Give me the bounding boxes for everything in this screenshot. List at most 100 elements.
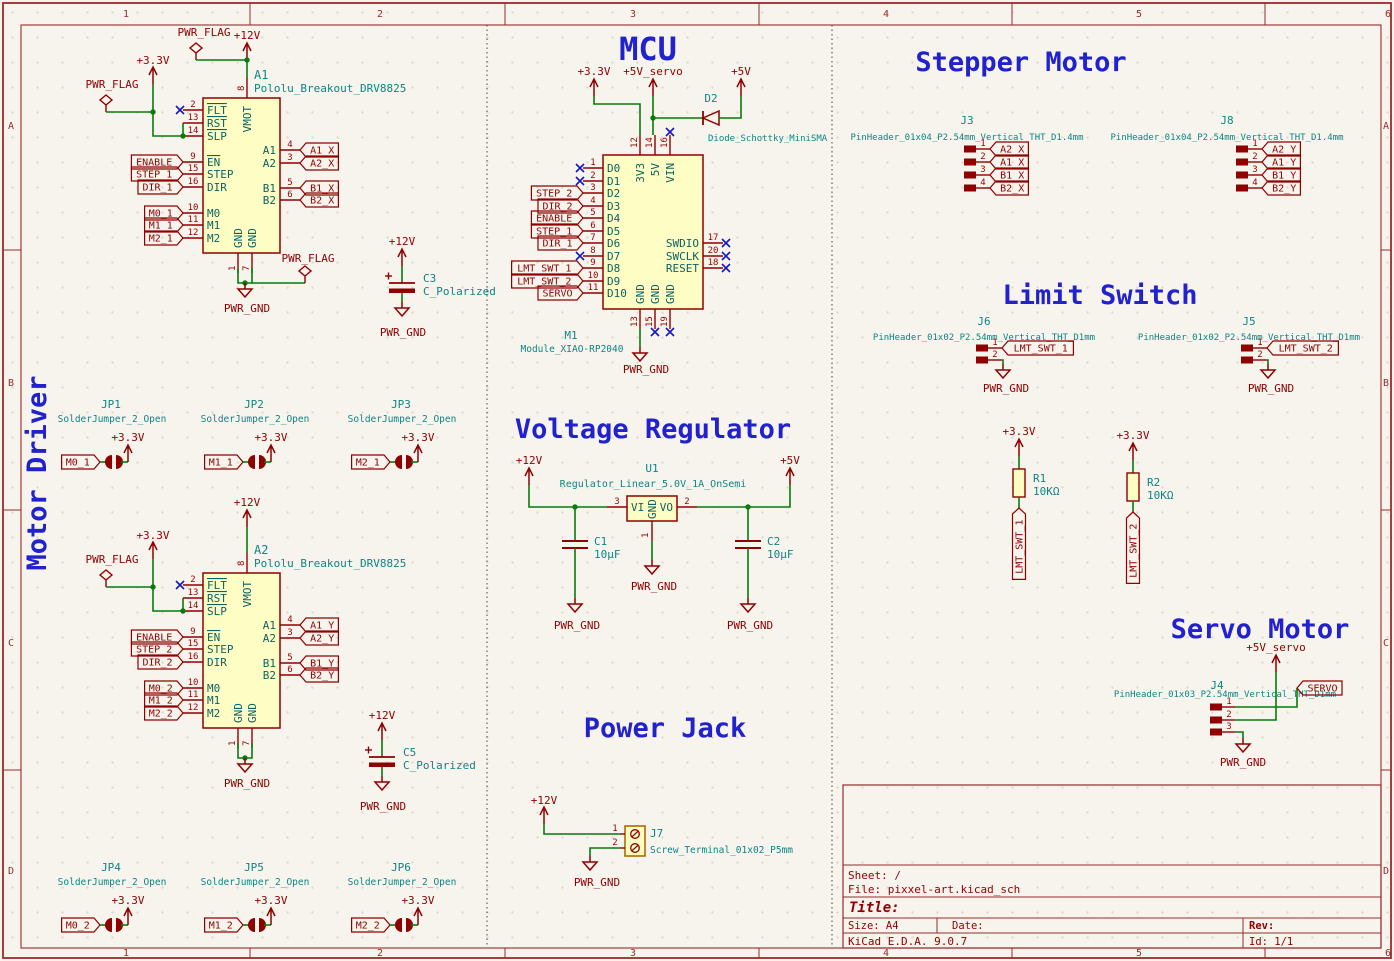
global-label[interactable] (1296, 680, 1343, 696)
global-label[interactable] (1261, 141, 1301, 157)
mcu-power-wiring[interactable]: +3.3V+5V_servo+5VD2Diode_Schottky_MiniSM… (577, 65, 827, 376)
global-label[interactable] (530, 185, 584, 201)
component-J3[interactable]: J3PinHeader_01x04_P2.54mm_Vertical_THT_D… (851, 114, 1084, 196)
pwr-flag-symbol[interactable] (188, 42, 204, 60)
global-label[interactable] (144, 705, 184, 721)
global-label[interactable] (61, 454, 101, 470)
global-label[interactable] (1266, 340, 1339, 356)
global-label[interactable] (204, 917, 244, 933)
power-up-symbol[interactable] (524, 466, 534, 485)
global-label[interactable] (989, 167, 1029, 183)
global-label[interactable] (989, 154, 1029, 170)
global-label[interactable] (989, 141, 1029, 157)
component-J8[interactable]: J8PinHeader_01x04_P2.54mm_Vertical_THT_D… (1111, 114, 1344, 196)
pwr-flag-symbol[interactable] (98, 569, 114, 587)
global-label[interactable] (1261, 167, 1301, 183)
global-label[interactable] (130, 641, 184, 657)
global-label[interactable] (1001, 340, 1074, 356)
global-label[interactable] (989, 180, 1029, 196)
power-up-symbol[interactable] (736, 77, 746, 96)
global-label[interactable] (299, 667, 339, 683)
global-label[interactable] (299, 617, 339, 633)
global-label[interactable] (351, 917, 391, 933)
power-up-symbol[interactable] (1128, 441, 1138, 460)
power-up-symbol[interactable] (1271, 653, 1281, 672)
global-label[interactable] (1261, 154, 1301, 170)
power-up-symbol[interactable] (413, 443, 423, 462)
global-label[interactable] (530, 210, 584, 226)
gnd-symbol[interactable] (994, 364, 1012, 380)
power-up-symbol[interactable] (539, 805, 549, 824)
global-label[interactable] (351, 454, 391, 470)
power-up-symbol[interactable] (397, 247, 407, 266)
power-up-symbol[interactable] (785, 466, 795, 485)
component-J6[interactable]: J6PinHeader_01x02_P2.54mm_Vertical_THT_D… (873, 315, 1095, 395)
gnd-symbol[interactable] (236, 283, 254, 299)
pwr-flag-symbol[interactable] (297, 265, 313, 283)
global-label[interactable] (130, 166, 184, 182)
global-label[interactable] (144, 230, 184, 246)
power-up-symbol[interactable] (648, 77, 658, 96)
gnd-symbol[interactable] (393, 302, 411, 318)
global-label[interactable] (61, 917, 101, 933)
global-label[interactable] (299, 192, 339, 208)
global-label[interactable] (511, 260, 584, 276)
power-up-symbol[interactable] (413, 906, 423, 925)
global-label[interactable] (144, 217, 184, 233)
gnd-symbol[interactable] (631, 347, 649, 363)
global-label[interactable] (144, 692, 184, 708)
power-up-symbol[interactable] (266, 906, 276, 925)
gnd-symbol[interactable] (236, 758, 254, 774)
global-label[interactable] (537, 285, 584, 301)
gnd-symbol[interactable] (739, 598, 757, 614)
gnd-symbol[interactable] (1234, 738, 1252, 754)
power-up-symbol[interactable] (266, 443, 276, 462)
global-label[interactable] (537, 235, 584, 251)
global-label[interactable] (204, 454, 244, 470)
gnd-symbol[interactable] (373, 776, 391, 792)
power-up-symbol[interactable] (148, 540, 158, 559)
global-label[interactable] (299, 142, 339, 158)
global-label[interactable] (1261, 180, 1301, 196)
global-label[interactable] (299, 630, 339, 646)
global-label[interactable] (1011, 507, 1027, 580)
power-up-symbol[interactable] (589, 77, 599, 96)
power-up-symbol[interactable] (1014, 437, 1024, 456)
power-up-symbol[interactable] (242, 508, 252, 527)
gnd-symbol[interactable] (643, 560, 661, 576)
gnd-symbol[interactable] (581, 856, 599, 872)
gnd-symbol[interactable] (1259, 364, 1277, 380)
global-label[interactable] (299, 155, 339, 171)
global-label[interactable] (137, 179, 184, 195)
power-up-symbol[interactable] (148, 65, 158, 84)
global-label[interactable] (1125, 511, 1141, 584)
power-up-symbol[interactable] (123, 906, 133, 925)
gnd-symbol[interactable] (566, 598, 584, 614)
pwr-flag-symbol[interactable] (98, 94, 114, 112)
power-up-symbol[interactable] (377, 721, 387, 740)
power-up-symbol[interactable] (123, 443, 133, 462)
component-J4[interactable]: J4PinHeader_01x03_P2.54mm_Vertical_THT_D… (1114, 679, 1336, 736)
global-label[interactable] (137, 654, 184, 670)
component-J5[interactable]: J5PinHeader_01x02_P2.54mm_Vertical_THT_D… (1138, 315, 1360, 395)
